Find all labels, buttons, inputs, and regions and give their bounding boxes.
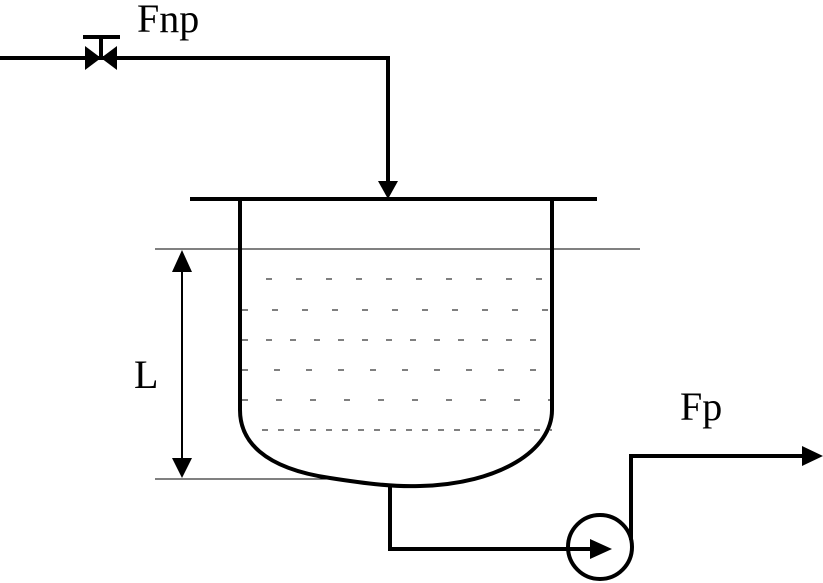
pump-arrowhead [590, 539, 612, 559]
level-label: L [134, 352, 158, 397]
discharge-pipe [629, 454, 805, 540]
outflow-arrowhead [802, 446, 823, 466]
outflow-label: Fp [680, 384, 722, 429]
outflow-pipe [388, 486, 592, 551]
valve-icon [83, 35, 120, 70]
tank-vessel [238, 199, 554, 489]
inflow-pipe [0, 56, 390, 182]
inflow-label: Fnp [137, 0, 199, 41]
inflow-arrowhead [378, 181, 398, 199]
liquid-fill-pattern [242, 278, 552, 431]
level-dimension-arrow [172, 250, 192, 478]
pump-icon [566, 513, 634, 581]
